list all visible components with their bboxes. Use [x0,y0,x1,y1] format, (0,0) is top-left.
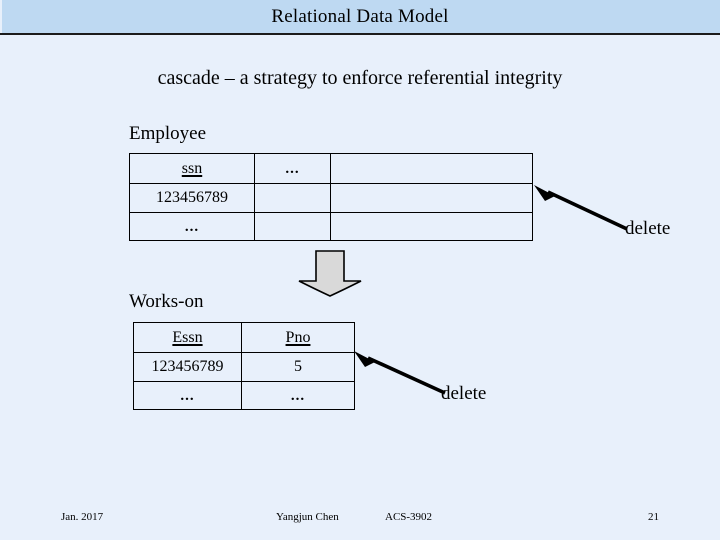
employee-col-label-ssn: ssn [181,159,203,177]
table-row: ... ... [133,381,355,410]
workson-col-header-pno: Pno [241,322,355,353]
delete-arrow-up-left-icon-1 [534,185,628,231]
workson-col-label-pno: Pno [285,328,311,346]
employee-cell-r0c0: 123456789 [129,183,255,213]
delete-label-2: delete [441,383,487,404]
slide-header-band [2,0,720,33]
footer-author: Yangjun Chen [276,511,339,523]
workson-table: Essn Pno 123456789 5 ... ... [133,322,355,410]
workson-table-caption: Works-on [129,291,204,312]
employee-col-label-2: ... [285,160,300,177]
footer-page-number: 21 [648,511,659,523]
employee-cell-r0c2 [330,183,533,213]
employee-cell-r1c0: ... [129,212,255,241]
workson-cell-r1c0: ... [133,381,242,410]
table-header-row: ssn ... [129,153,533,184]
employee-cell-r0c1 [254,183,331,213]
employee-col-header-ssn: ssn [129,153,255,184]
employee-cell-r1c1 [254,212,331,241]
slide-header-divider [0,33,720,35]
employee-cell-r1c0-text: ... [184,218,200,235]
employee-col-header-2: ... [254,153,331,184]
down-block-arrow-icon [298,250,362,297]
table-row: ... [129,212,533,241]
workson-cell-r0c0: 123456789 [133,352,242,382]
employee-col-header-3 [330,153,533,184]
employee-table: ssn ... 123456789 ... [129,153,533,241]
delete-label-1: delete [625,218,671,239]
footer-course: ACS-3902 [385,511,433,523]
table-row: 123456789 5 [133,352,355,382]
page-title: Relational Data Model [271,6,449,27]
workson-cell-r0c1: 5 [241,352,355,382]
workson-col-label-essn: Essn [172,328,203,346]
workson-cell-r1c0-text: ... [180,387,195,404]
workson-cell-r1c1: ... [241,381,355,410]
table-header-row: Essn Pno [133,322,355,353]
workson-col-header-essn: Essn [133,322,242,353]
employee-table-caption: Employee [129,123,207,144]
employee-cell-r1c2 [330,212,533,241]
footer-date: Jan. 2017 [61,511,104,523]
workson-cell-r1c1-text: ... [290,387,306,404]
delete-arrow-up-left-icon-2 [354,351,446,395]
slide-subtitle: cascade – a strategy to enforce referent… [157,67,563,89]
table-row: 123456789 [129,183,533,213]
